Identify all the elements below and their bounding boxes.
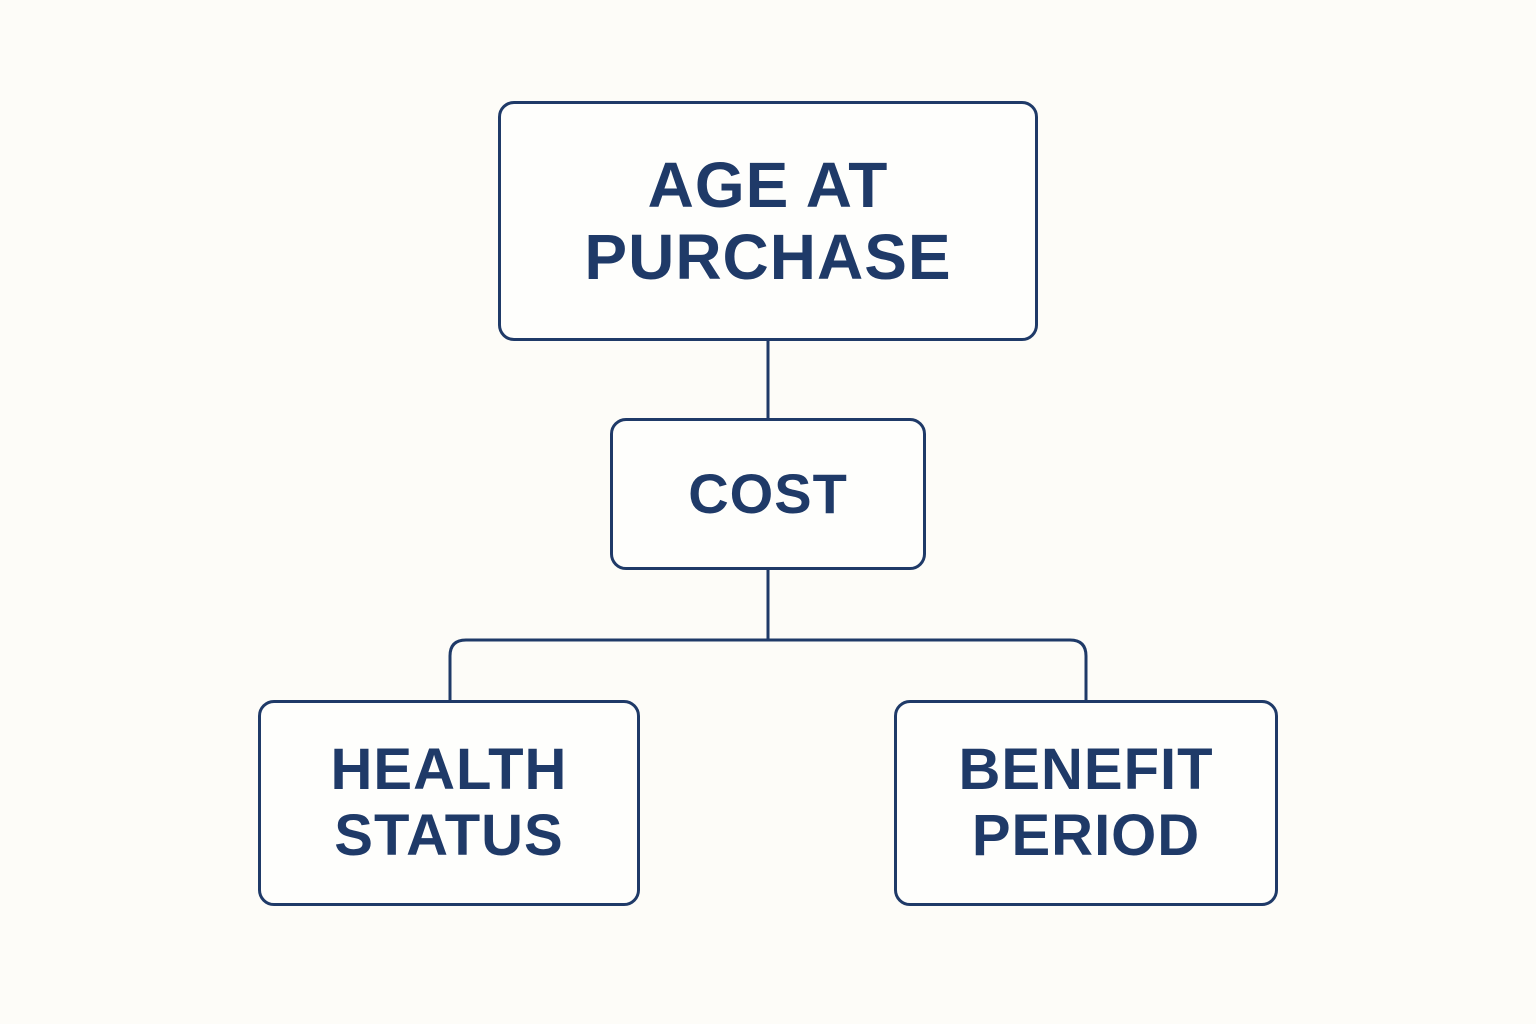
node-benefit-period: BENEFIT PERIOD bbox=[894, 700, 1278, 906]
edge-cost-to-health bbox=[448, 638, 768, 700]
node-cost-label: COST bbox=[688, 462, 848, 526]
node-cost: COST bbox=[610, 418, 926, 570]
edge-cost-to-benefit bbox=[768, 638, 1088, 700]
node-health-status: HEALTH STATUS bbox=[258, 700, 640, 906]
node-age-at-purchase: AGE AT PURCHASE bbox=[498, 101, 1038, 341]
node-age-at-purchase-label: AGE AT PURCHASE bbox=[584, 148, 952, 293]
node-health-status-label: HEALTH STATUS bbox=[330, 737, 568, 868]
node-benefit-period-label: BENEFIT PERIOD bbox=[958, 737, 1214, 868]
